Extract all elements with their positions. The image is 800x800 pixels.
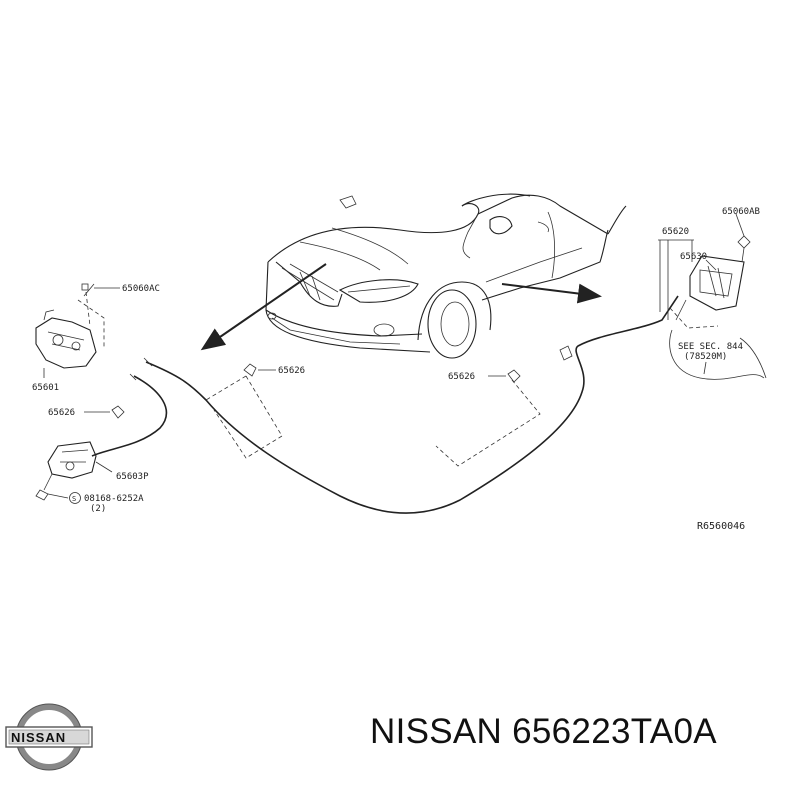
nissan-logo: NISSAN bbox=[5, 703, 93, 771]
label-65626-left: 65626 bbox=[48, 408, 75, 418]
arrow-to-release-handle bbox=[501, 283, 602, 304]
label-65603P: 65603P bbox=[116, 472, 149, 482]
label-65601: 65601 bbox=[32, 383, 59, 393]
bolt-symbol-circle bbox=[69, 492, 81, 504]
reference-code: R6560046 bbox=[697, 521, 745, 532]
logo-wordmark: NISSAN bbox=[11, 730, 66, 745]
label-08168-6252A: 08168-6252A bbox=[84, 494, 144, 504]
label-65060AB: 65060AB bbox=[722, 207, 760, 217]
label-65626-right: 65626 bbox=[448, 372, 475, 382]
bolt-symbol: S bbox=[72, 495, 76, 503]
label-65630: 65630 bbox=[680, 252, 707, 262]
arrow-to-latch bbox=[200, 263, 327, 351]
part-number-caption: NISSAN 656223TA0A bbox=[370, 712, 717, 751]
label-65626-mid: 65626 bbox=[278, 366, 305, 376]
hood-release-handle-assembly bbox=[675, 235, 751, 321]
label-see-sec-844: SEE SEC. 844 bbox=[678, 342, 743, 352]
release-cable bbox=[145, 295, 679, 514]
label-65060AC: 65060AC bbox=[122, 284, 160, 294]
label-bolt-qty: (2) bbox=[90, 504, 106, 514]
hood-release-handle-lower bbox=[35, 441, 97, 501]
vehicle-front-illustration bbox=[265, 193, 627, 359]
label-65620: 65620 bbox=[662, 227, 689, 237]
hood-latch-assembly bbox=[35, 283, 105, 369]
label-78520M: (78520M) bbox=[684, 352, 727, 362]
